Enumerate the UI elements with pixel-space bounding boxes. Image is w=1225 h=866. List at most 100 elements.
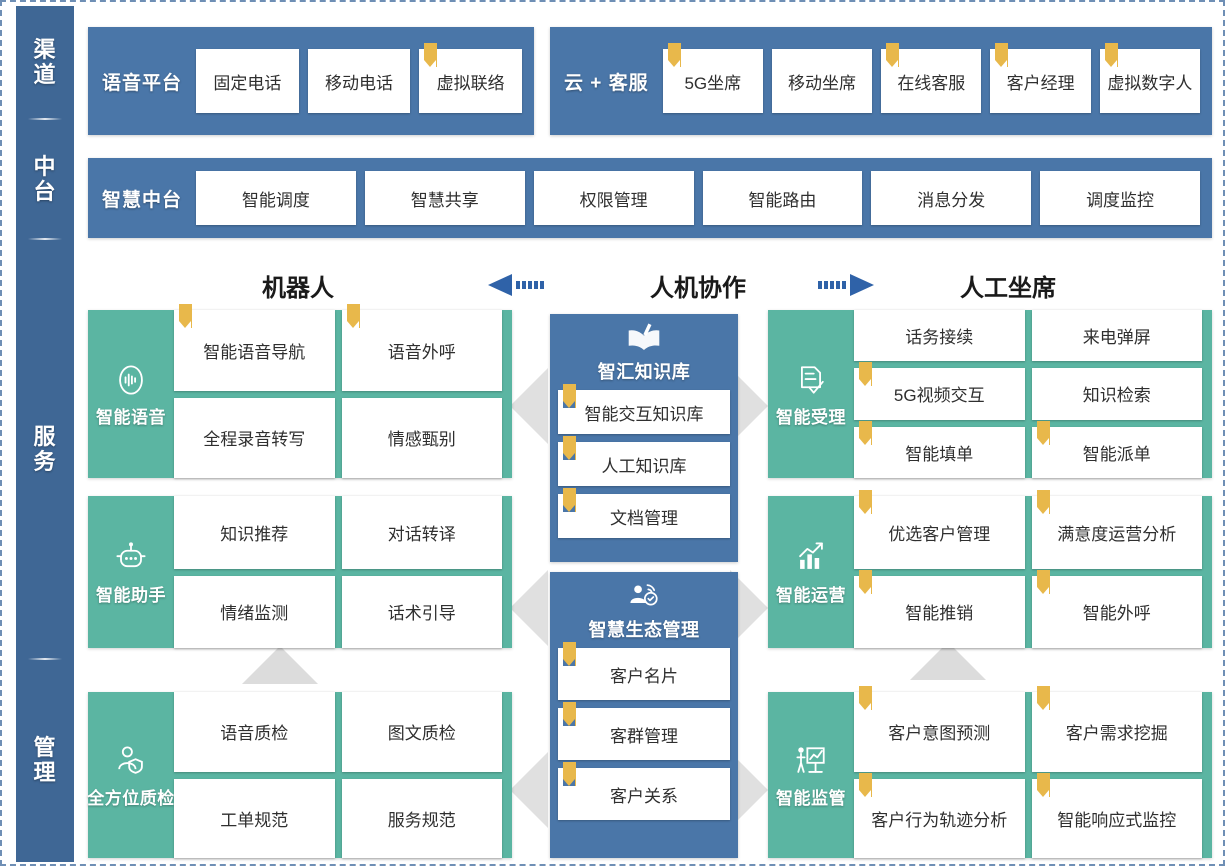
bookmark-ribbon-icon: [1036, 686, 1050, 710]
channel-cell[interactable]: 在线客服: [881, 43, 982, 113]
smart-platform-band: 智慧中台 智能调度 智慧共享 权限管理 智能路由 消息分发 调度监控: [88, 158, 1212, 238]
arrow-right-icon: [788, 274, 874, 296]
cell-label: 智能派单: [1082, 444, 1151, 464]
cell-label: 移动电话: [325, 73, 393, 93]
cell-label: 服务规范: [387, 810, 456, 830]
voice-platform-title: 语音平台: [102, 72, 183, 94]
bookmark-ribbon-icon: [563, 436, 576, 460]
feature-cell[interactable]: 情感甄别: [341, 397, 502, 478]
feature-cell[interactable]: 客群管理: [558, 702, 730, 760]
platform-cell[interactable]: 智慧共享: [364, 171, 525, 225]
platform-cell[interactable]: 调度监控: [1040, 171, 1200, 225]
block-title: 全方位质检: [87, 789, 175, 808]
feature-cell[interactable]: 客户关系: [558, 762, 730, 820]
feature-cell[interactable]: 人工知识库: [558, 436, 730, 486]
block-intelligent-supervision: 智能监管 客户意图预测 客户需求挖掘 客户行为轨迹分析 智能响应式监控: [768, 686, 1212, 858]
feature-cell[interactable]: 智能响应式监控: [1031, 772, 1202, 858]
feature-cell[interactable]: 文档管理: [558, 488, 730, 538]
bookmark-ribbon-icon: [563, 488, 576, 512]
cell-label: 调度监控: [1086, 190, 1155, 210]
cell-label: 来电弹屏: [1082, 328, 1151, 348]
feature-cell[interactable]: 智能交互知识库: [558, 384, 730, 434]
feature-cell[interactable]: 智能派单: [1031, 420, 1202, 478]
rail-label-char: 渠: [33, 37, 57, 62]
bookmark-ribbon-icon: [563, 762, 576, 786]
block-knowledge-base: 智汇知识库 智能交互知识库 人工知识库 文档管理: [550, 314, 738, 562]
flow-arrow-right-icon: [728, 750, 770, 830]
rail-section-management[interactable]: 管 理: [16, 660, 74, 860]
feature-cell[interactable]: 情绪监测: [174, 575, 335, 648]
feature-cell[interactable]: 满意度运营分析: [1031, 490, 1202, 569]
cell-label: 情感甄别: [387, 430, 456, 450]
channel-cell[interactable]: 客户经理: [990, 43, 1091, 113]
block-title: 智汇知识库: [597, 362, 691, 382]
block-cells: 话务接续 来电弹屏 5G视频交互 知识检索 智能填单 智能派单: [854, 310, 1212, 478]
bookmark-ribbon-icon: [667, 43, 681, 67]
channel-cell[interactable]: 5G坐席: [662, 43, 763, 113]
platform-cell[interactable]: 消息分发: [871, 171, 1032, 225]
cell-label: 客户意图预测: [888, 724, 991, 744]
rail-section-middle-platform[interactable]: 中 台: [16, 120, 74, 238]
cloud-service-title: 云 + 客服: [564, 72, 649, 94]
channel-cell[interactable]: 固定电话: [196, 49, 299, 113]
channel-cell[interactable]: 移动坐席: [771, 49, 873, 113]
feature-cell[interactable]: 优选客户管理: [854, 490, 1025, 569]
feature-cell[interactable]: 知识检索: [1031, 368, 1202, 420]
feature-cell[interactable]: 智能推销: [854, 569, 1025, 648]
feature-cell[interactable]: 图文质检: [341, 692, 502, 772]
feature-cell[interactable]: 智能语音导航: [174, 304, 335, 391]
feature-cell[interactable]: 话术引导: [341, 575, 502, 648]
cell-label: 客群管理: [610, 726, 678, 746]
feature-cell[interactable]: 全程录音转写: [174, 397, 335, 478]
platform-cell[interactable]: 智能路由: [702, 171, 863, 225]
block-ecosystem-management: 智慧生态管理 客户名片 客群管理 客户关系: [550, 572, 738, 858]
open-book-icon: [628, 323, 660, 351]
cell-label: 虚拟联络: [436, 73, 505, 93]
feature-cell[interactable]: 5G视频交互: [854, 362, 1025, 420]
feature-cell[interactable]: 智能填单: [854, 420, 1025, 478]
feature-cell[interactable]: 语音外呼: [341, 304, 502, 391]
feature-cell[interactable]: 客户名片: [558, 642, 730, 700]
cell-label: 智能外呼: [1082, 604, 1151, 624]
feature-cell[interactable]: 工单规范: [174, 778, 335, 858]
voice-platform-band: 语音平台 固定电话 移动电话 虚拟联络: [88, 27, 534, 135]
cell-label: 客户需求挖掘: [1065, 724, 1168, 744]
channel-cell[interactable]: 移动电话: [307, 49, 411, 113]
feature-cell[interactable]: 知识推荐: [174, 496, 335, 569]
feature-cell[interactable]: 客户行为轨迹分析: [854, 772, 1025, 858]
feature-cell[interactable]: 来电弹屏: [1031, 310, 1202, 362]
feature-cell[interactable]: 话务接续: [854, 310, 1025, 362]
flow-arrow-left-icon: [508, 366, 550, 446]
cell-label: 5G坐席: [684, 73, 742, 93]
flow-arrow-up-icon: [240, 644, 320, 686]
feature-cell[interactable]: 智能外呼: [1031, 569, 1202, 648]
channel-cell[interactable]: 虚拟数字人: [1099, 43, 1200, 113]
block-intelligent-acceptance: 智能受理 话务接续 来电弹屏 5G视频交互 知识检索 智能填单 智能派单: [768, 310, 1212, 478]
block-title: 智能受理: [776, 408, 846, 427]
feature-cell[interactable]: 对话转译: [341, 496, 502, 569]
feature-cell[interactable]: 服务规范: [341, 778, 502, 858]
rail-label-char: 管: [33, 735, 57, 760]
rail-section-service[interactable]: 服 务: [16, 240, 74, 658]
feature-cell[interactable]: 语音质检: [174, 692, 335, 772]
channel-cell[interactable]: 虚拟联络: [419, 43, 522, 113]
block-title: 智能监管: [776, 789, 846, 808]
platform-cell[interactable]: 智能调度: [196, 171, 356, 225]
block-full-quality-inspection: 全方位质检 语音质检 图文质检 工单规范 服务规范: [87, 692, 512, 858]
flow-arrow-right-icon: [728, 366, 770, 446]
collaboration-header: 机器人 人机协作: [88, 262, 1212, 306]
rail-label-char: 理: [33, 760, 57, 785]
feature-cell[interactable]: 客户需求挖掘: [1031, 686, 1202, 772]
cell-label: 客户关系: [610, 786, 678, 806]
block-intelligent-voice: 智能语音 智能语音导航 语音外呼 全程录音转写 情感甄别: [88, 304, 512, 478]
rail-section-channel[interactable]: 渠 道: [16, 6, 74, 118]
block-cells: 语音质检 图文质检 工单规范 服务规范: [174, 692, 512, 858]
flow-arrow-up-icon: [908, 640, 988, 682]
platform-cell[interactable]: 权限管理: [533, 171, 694, 225]
channel-row: 语音平台 固定电话 移动电话 虚拟联络: [88, 27, 1212, 135]
feature-cell[interactable]: 客户意图预测: [854, 686, 1025, 772]
block-title: 智能语音: [96, 408, 166, 427]
block-cells: 客户名片 客群管理 客户关系: [558, 642, 730, 820]
smart-platform-cells: 智能调度 智慧共享 权限管理 智能路由 消息分发 调度监控: [196, 171, 1212, 225]
flow-arrow-left-icon: [508, 568, 550, 648]
